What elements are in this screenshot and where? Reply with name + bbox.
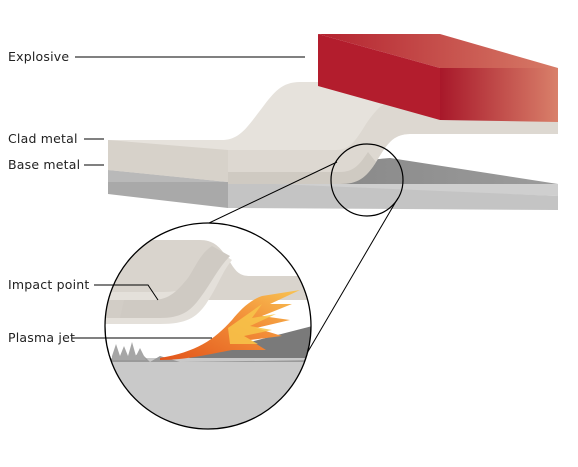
magnifier-small-circle (330, 143, 404, 217)
zoom-detail (105, 223, 311, 429)
plasma-jet-flames (160, 290, 300, 360)
magnifier-zoom-circle (104, 222, 312, 430)
explosive-label: Explosive (8, 49, 70, 64)
plasma-jet-label: Plasma jet (8, 330, 76, 345)
explosive-block (318, 34, 558, 122)
clad-metal-label: Clad metal (8, 131, 78, 146)
zoom-connector-right (295, 197, 399, 373)
impact-point-leader-line (94, 284, 159, 301)
base-metal-label: Base metal (8, 157, 81, 172)
impact-point-label: Impact point (8, 277, 90, 292)
